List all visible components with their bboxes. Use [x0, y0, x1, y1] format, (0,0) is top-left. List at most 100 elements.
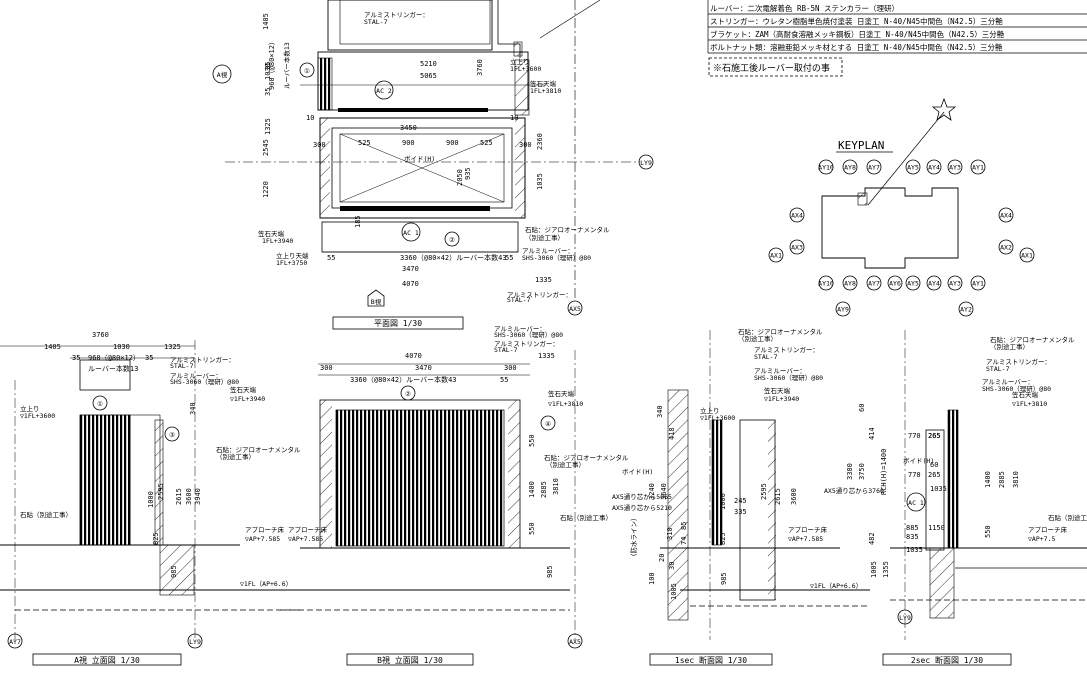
- keyplan-grid-bottom: [866, 275, 882, 291]
- plan-marker-1: ①: [304, 67, 310, 75]
- spec-note-bracket: ブラケット：ZAM（高耐食溶融メッキ鋼板）日塗工 N-40/N45中間色（N42…: [710, 29, 1005, 39]
- elev-a-dimension: 1405: [44, 343, 61, 351]
- keyplan-grid-bottom: [818, 275, 834, 291]
- elev-b-label: （別途工事）: [546, 460, 585, 469]
- elev-b-label: SHS-3060（理研）@80: [494, 331, 563, 339]
- elev-b-label: ▽1FL+3810: [548, 400, 583, 408]
- boxed-note: ※石施工後ルーバー取付の事: [713, 62, 830, 74]
- keyplan-grid-top-label: AY8: [844, 164, 856, 172]
- sec2-dimension: 2885: [998, 471, 1006, 488]
- elev-a-dimension: 3760: [92, 331, 109, 339]
- sec1-dimension: 825: [719, 532, 727, 545]
- elev-b-dimension: 300: [320, 364, 333, 372]
- elev-a-label: 石貼（別途工事）: [20, 510, 72, 519]
- elev-a-label: アルミルーバー：: [170, 372, 222, 380]
- sec1-title: 1sec 断面図 1/30: [675, 655, 747, 665]
- plan-label: 笠石天端: [258, 229, 285, 238]
- elev-b-label: STAL-7: [494, 346, 518, 354]
- sec1-label: AX5通り芯から5210: [612, 503, 672, 512]
- plan-label: ボイド(H): [404, 155, 435, 163]
- elev-b-dimension: 1335: [538, 352, 555, 360]
- sec1-dimension: 3640: [660, 483, 668, 500]
- keyplan-grid-bottom: [905, 275, 921, 291]
- keyplan-grid-bottom: [887, 275, 903, 291]
- sec2-label: AX5通り芯から3760: [824, 486, 884, 495]
- spec-note-bolts: ボルトナット類：溶融亜鉛メッキ材とする 日塗工 N-40/N45中間色（N42.…: [710, 42, 1003, 52]
- plan-dimension: 1220: [262, 181, 270, 198]
- sec1-dimension: 245: [734, 497, 747, 505]
- sec1-dimension: 100: [648, 572, 656, 585]
- plan-dimension: 35: [264, 88, 272, 96]
- sec1-label: STAL-7: [754, 353, 778, 361]
- plan-dimension: 525: [480, 139, 493, 147]
- sec2-dimension: 1005: [870, 561, 878, 578]
- elev-b-grid-right: AX5: [569, 638, 581, 646]
- plan-dimension: 3450: [400, 124, 417, 132]
- keyplan-grid-bottom: [970, 275, 986, 291]
- sec1-label: AX5通り芯から5065: [612, 492, 672, 501]
- plan-label: アルミストリンガー：: [507, 290, 572, 299]
- elev-b-label: アプローチ床: [288, 525, 328, 534]
- sec1-label: 石貼：ジアロオーナメンタル: [738, 327, 823, 336]
- sec2-dimension: 835: [906, 533, 919, 541]
- plan-dimension: 900: [402, 139, 415, 147]
- sec2-dimension: 414: [868, 427, 876, 440]
- elev-b-dimension: 3810: [552, 478, 560, 495]
- plan-dimension: 5065: [420, 72, 437, 80]
- spec-note-louvre: ルーバー：二次電解着色 RB-5N ステンカラー（理研）: [710, 3, 899, 13]
- elev-a-title: A視 立面図 1/30: [74, 655, 140, 665]
- plan-dimension: 2050: [456, 169, 464, 186]
- elev-a-dimension: 2615: [175, 488, 183, 505]
- sec2-dimension: 770: [908, 471, 921, 479]
- sec1-dimension: 85: [680, 522, 688, 530]
- sec2-label: アプローチ床: [1028, 525, 1068, 534]
- plan-label: 1FL+3750: [276, 259, 307, 267]
- sec2-dimension: 3810: [1012, 471, 1020, 488]
- plan-label: STAL-7: [364, 18, 388, 26]
- keyplan-grid-top-label: AY1: [972, 164, 984, 172]
- sec2-dimension: 885: [906, 524, 919, 532]
- elev-b-label: アルミルーバー：: [494, 325, 546, 333]
- plan-label: アルミストリンガー：: [364, 10, 429, 19]
- north-star-icon: [931, 97, 957, 121]
- keyplan-grid-top-label: AY7: [868, 164, 880, 172]
- plan-section-marker-ac2: AC 2: [376, 87, 392, 95]
- keyplan-grid-right: [1019, 247, 1035, 263]
- elev-a-label: 立上り: [20, 404, 40, 413]
- elev-a-label: ▽AP+7.585: [245, 535, 280, 543]
- plan-dimension: 5210: [420, 60, 437, 68]
- plan-dimension: 300: [519, 141, 532, 149]
- sec1-label: 立上り: [700, 406, 720, 415]
- keyplan-grid-top: [947, 159, 963, 175]
- keyplan-grid-top: [866, 159, 882, 175]
- view-b-marker: B視: [371, 297, 382, 306]
- sec2-label: STAL-7: [986, 365, 1010, 373]
- sec2-label: 石貼（別途工事）: [1048, 513, 1087, 522]
- elev-a-label: 笠石天端: [230, 385, 257, 394]
- sec1-label: （防水ライン）: [629, 515, 638, 561]
- sec2-dimension: 3750: [858, 463, 866, 480]
- keyplan-grid-right-label: AX1: [1021, 252, 1033, 260]
- plan-dimension: 10: [510, 114, 518, 122]
- keyplan-grid-left-label: AX4: [791, 212, 803, 220]
- elev-a-dimension: 1325: [164, 343, 181, 351]
- keyplan-grid-top: [818, 159, 834, 175]
- sec1-dimension: 74: [680, 537, 688, 545]
- plan-label: 立上り天端: [276, 251, 309, 260]
- elev-b-dimension: 300: [504, 364, 517, 372]
- elev-a-dimension: 960（@80×12）: [88, 354, 140, 362]
- plan-dimension: 525: [358, 139, 371, 147]
- sec1-dimension: 335: [734, 508, 747, 516]
- plan-label: SHS-3060（理研）@80: [522, 254, 591, 262]
- plan-dimension: 1405: [262, 13, 270, 30]
- plan-label: 笠石天端: [530, 79, 557, 88]
- elev-a-label: ▽1FL+3600: [20, 412, 55, 420]
- keyplan-grid-left: [789, 207, 805, 223]
- sec2-dimension: 482: [868, 532, 876, 545]
- elev-a-dimension: 340: [189, 402, 197, 415]
